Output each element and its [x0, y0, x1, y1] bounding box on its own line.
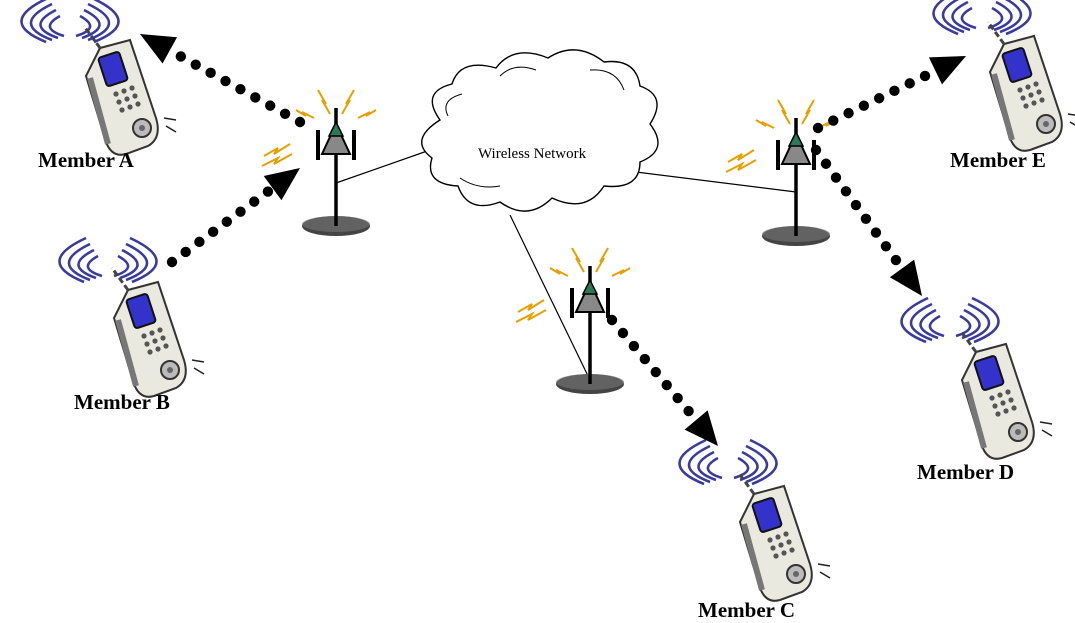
member-b-label: Member B [74, 390, 170, 414]
arrow-member-b-to-tower [166, 168, 300, 268]
member-d-phone [900, 296, 1052, 459]
member-c-label: Member C [698, 598, 795, 622]
cell-tower-icon [754, 98, 838, 248]
signal-bolt-icon [725, 149, 757, 173]
arrow-tower-to-member-d [810, 144, 922, 296]
arrowhead [889, 259, 922, 296]
mobile-phone-icon [960, 330, 1052, 459]
arrow-tower-to-member-e [812, 56, 966, 134]
member-c-phone [678, 438, 830, 601]
member-e-label: Member E [950, 148, 1046, 172]
member-d-label: Member D [917, 460, 1014, 484]
arrowhead [928, 56, 966, 85]
arrowhead [684, 410, 718, 446]
link-tower-left [335, 149, 431, 184]
cell-tower-icon [294, 88, 378, 238]
arrowhead [263, 168, 300, 201]
arrow-tower-to-member-c [606, 314, 718, 446]
member-b-phone [58, 236, 204, 397]
link-tower-center [509, 214, 591, 381]
dotted-arrows [140, 34, 966, 446]
member-a-label: Member A [38, 148, 134, 172]
radio-wave-icon [678, 438, 778, 486]
network-links [335, 149, 797, 381]
network-label: Wireless Network [478, 146, 587, 162]
radio-wave-icon [58, 236, 158, 284]
cloud-icon [421, 49, 659, 212]
signal-bolt-icon [261, 143, 293, 167]
arrowhead [140, 34, 178, 64]
member-a-phone [20, 0, 176, 155]
mobile-phone-icon [738, 472, 830, 601]
radio-wave-icon [900, 296, 1000, 344]
link-tower-right [619, 169, 797, 193]
arrow-tower-to-member-a [140, 34, 306, 128]
radio-wave-icon [20, 0, 120, 44]
member-e-phone [932, 0, 1075, 151]
mobile-phone-icon [988, 22, 1075, 151]
radio-wave-icon [932, 0, 1032, 36]
mobile-phone-icon [112, 268, 204, 397]
signal-bolt-icon [515, 299, 547, 323]
